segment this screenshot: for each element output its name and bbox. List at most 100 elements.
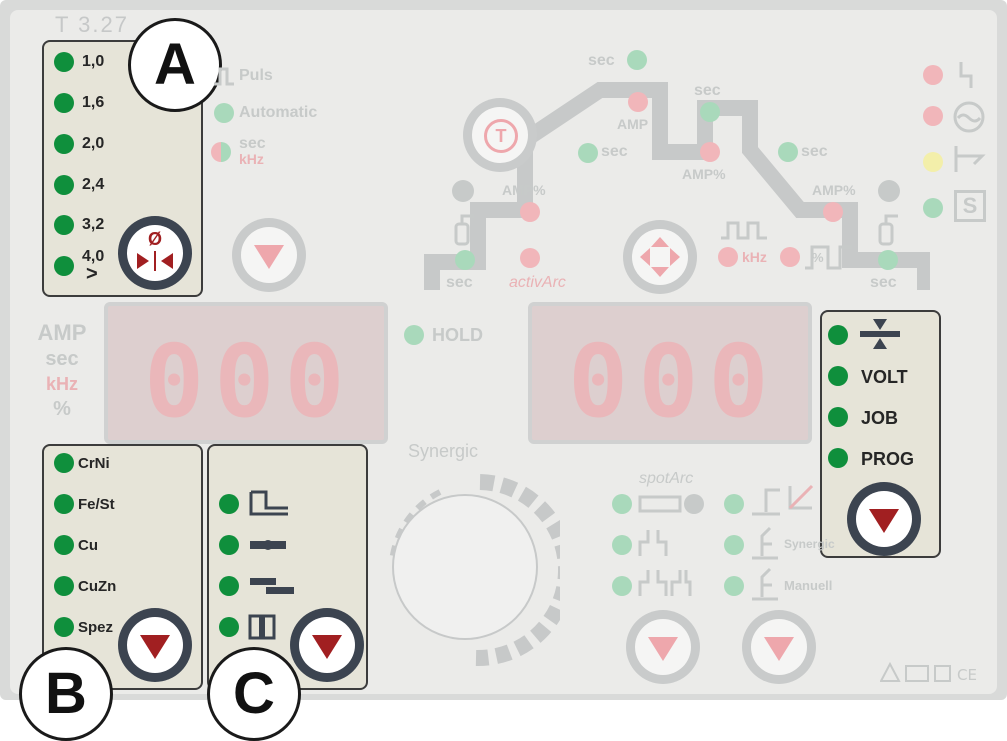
led-overcurrent: [923, 65, 943, 85]
torch-t-icon: T: [484, 119, 518, 153]
material-label: CrNi: [78, 455, 110, 472]
unit-khz-label: kHz: [45, 374, 78, 394]
diameter-more-label: >: [86, 263, 98, 285]
led-downslope: [778, 142, 798, 162]
khz-label: kHz: [239, 151, 264, 167]
2-stroke-icon: [638, 530, 668, 556]
hold-label: HOLD: [432, 325, 483, 345]
synergic-label: Synergic: [408, 441, 479, 461]
led-pulse-time: [700, 102, 720, 122]
diameter-label: 1,0: [82, 53, 105, 70]
led-main-current: [628, 92, 648, 112]
torch-manual-icon: [752, 567, 778, 601]
diameter-label: 2,4: [82, 176, 105, 193]
led-automatic: [214, 103, 234, 123]
material-label: Fe/St: [78, 496, 115, 513]
down-arrow-icon: [764, 637, 794, 661]
led-torch-synergic: [724, 535, 744, 555]
graph-sec-label: sec: [601, 143, 628, 160]
graph-amp-label: AMP: [617, 116, 649, 132]
led-diameter-1-0: [54, 52, 74, 72]
butt-joint-icon: [250, 540, 286, 550]
graph-pct-label: %: [812, 250, 824, 265]
material-label: Spez: [78, 619, 114, 636]
graph-sec-label: sec: [694, 82, 721, 99]
diameter-label: 1,6: [82, 94, 105, 111]
unit-sec-label: sec: [45, 348, 79, 370]
activarc-label: activArc: [509, 274, 566, 291]
led-wire-feed: [828, 325, 848, 345]
pulse-wave-icon: [721, 221, 767, 240]
diameter-label: 3,2: [82, 216, 105, 233]
unit-percent-label: %: [53, 398, 71, 420]
safety-s-icon: S: [954, 190, 986, 222]
led-diameter-3-2: [54, 215, 74, 235]
led-joint-corner: [219, 494, 239, 514]
material-select-button[interactable]: [118, 608, 192, 682]
automatic-label: Automatic: [239, 104, 318, 121]
operating-mode-button[interactable]: [626, 610, 700, 684]
volt-label: VOLT: [861, 367, 908, 387]
led-pulse-frequency: [718, 247, 738, 267]
moon-right-icon: [878, 180, 900, 202]
main-encoder-knob[interactable]: [392, 494, 538, 640]
led-material-fest: [54, 494, 74, 514]
torch-synergic-label: Synergic: [784, 537, 835, 551]
down-arrow-icon: [312, 635, 342, 659]
diameter-label: 4,0: [82, 248, 105, 265]
graph-amp-pct-label: AMP%: [502, 182, 546, 198]
led-secondary-current: [700, 142, 720, 162]
led-safety: [923, 198, 943, 218]
led-joint-butt: [219, 535, 239, 555]
spotarc-label: spotArc: [639, 470, 694, 487]
led-activarc: [520, 248, 540, 268]
led-diameter-4-0: [54, 256, 74, 276]
led-volt: [828, 366, 848, 386]
material-label: CuZn: [78, 578, 117, 595]
graph-sec-label: sec: [588, 52, 615, 69]
4-stroke-icon: [638, 570, 692, 596]
mode-select-button[interactable]: [232, 218, 306, 292]
left-display: 000: [104, 302, 388, 444]
certification-icons: CE: [880, 662, 977, 684]
torch-slope-icon: [752, 484, 814, 516]
lightning-icon: [959, 62, 973, 88]
electrode-tip-icon: [137, 251, 173, 271]
diameter-symbol: Ø: [147, 229, 162, 249]
led-2-stroke: [612, 535, 632, 555]
led-sec-khz: [211, 142, 231, 162]
parameter-select-button[interactable]: [623, 220, 697, 294]
navigation-arrows-icon: [640, 237, 680, 277]
led-gas-postflow-time: [878, 250, 898, 270]
graph-sec-label: sec: [870, 274, 897, 291]
unit-amp-label: AMP: [37, 320, 87, 345]
model-label: T 3.27: [55, 12, 129, 37]
tube-joint-icon: [248, 614, 276, 640]
callout-b: B: [19, 647, 113, 741]
led-coolant: [923, 106, 943, 126]
torch-mode-select-button[interactable]: [742, 610, 816, 684]
led-job: [828, 407, 848, 427]
torch-synergic-icon: [752, 526, 778, 560]
torch-mode-button[interactable]: T: [463, 98, 537, 172]
diameter-select-button[interactable]: Ø: [118, 216, 192, 290]
torch-temperature-icon: [954, 146, 986, 172]
gas-bottle-left-icon: [454, 214, 474, 246]
right-display: 000: [528, 302, 812, 444]
led-gas-preflow-time: [455, 250, 475, 270]
led-temperature: [923, 152, 943, 172]
welding-sequence-graph: [424, 82, 930, 290]
lap-joint-icon: [250, 578, 294, 594]
callout-a: A: [128, 18, 222, 112]
down-arrow-icon: [140, 635, 170, 659]
gas-bottle-right-icon: [878, 214, 898, 246]
led-material-crni: [54, 453, 74, 473]
led-prog: [828, 448, 848, 468]
display-select-button[interactable]: [847, 482, 921, 556]
pulse-balance-icon: [805, 245, 852, 270]
left-display-value: 000: [144, 323, 355, 440]
joint-select-button[interactable]: [290, 608, 364, 682]
led-diameter-1-6: [54, 93, 74, 113]
led-joint-tube: [219, 617, 239, 637]
pulse-icon: [214, 67, 234, 86]
